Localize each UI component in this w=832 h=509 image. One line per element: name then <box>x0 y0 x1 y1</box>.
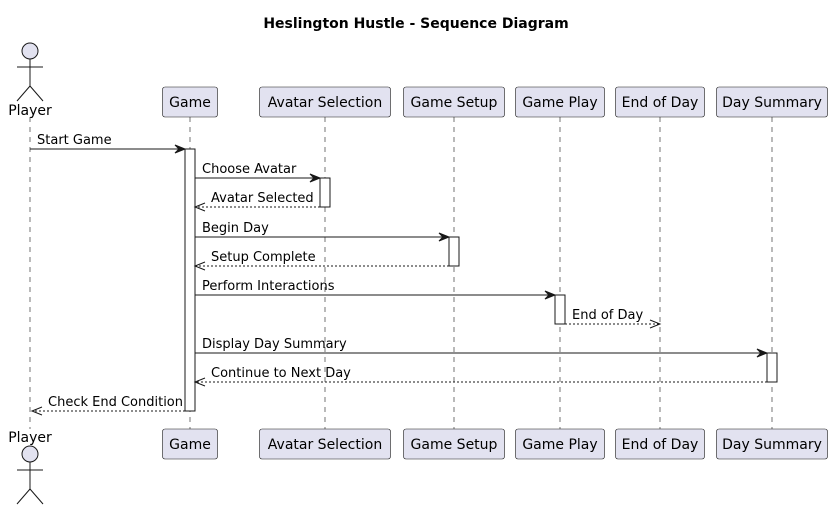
participant-label-setup: Game Setup <box>411 95 498 111</box>
open-arrowhead-icon <box>193 202 206 212</box>
participant-box <box>259 428 391 460</box>
message-7: End of Day <box>565 308 662 329</box>
actor-leg-right <box>29 488 44 505</box>
activation-bar-setup <box>448 236 460 267</box>
participant-label-summary: Day Summary <box>722 95 822 111</box>
participant-play-top: Game Play <box>515 86 605 118</box>
message-label: Start Game <box>37 133 112 148</box>
participant-label-game: Game <box>169 437 211 453</box>
participant-box <box>716 428 828 460</box>
message-6: Perform Interactions <box>195 279 557 300</box>
participant-box <box>615 86 705 118</box>
participant-label-play: Game Play <box>522 437 597 453</box>
message-1: Start Game <box>30 133 187 154</box>
participant-summary-bottom: Day Summary <box>716 428 828 460</box>
participant-label-player-top: Player <box>8 103 52 119</box>
actor-head-icon <box>21 445 39 463</box>
message-label: Begin Day <box>202 221 269 236</box>
activation-bar-play <box>554 294 566 325</box>
message-label: Avatar Selected <box>211 191 314 206</box>
participant-label-game: Game <box>169 95 211 111</box>
message-label: Continue to Next Day <box>211 366 351 381</box>
open-arrowhead-icon <box>649 319 662 329</box>
message-label: Choose Avatar <box>202 162 297 177</box>
participant-box <box>515 86 605 118</box>
participant-label-eod: End of Day <box>622 95 699 111</box>
filled-arrowhead-icon <box>174 144 187 154</box>
participant-box <box>615 428 705 460</box>
participant-setup-top: Game Setup <box>403 86 505 118</box>
message-5: Setup Complete <box>193 250 449 271</box>
participant-label-setup: Game Setup <box>411 437 498 453</box>
actor-leg-left <box>16 85 31 102</box>
participant-label-eod: End of Day <box>622 437 699 453</box>
open-arrowhead-icon <box>193 377 206 387</box>
participant-game-bottom: Game <box>162 428 218 460</box>
open-arrowhead-icon <box>193 261 206 271</box>
participant-box <box>403 86 505 118</box>
filled-arrowhead-icon <box>438 232 451 242</box>
participant-game-top: Game <box>162 86 218 118</box>
participant-summary-top: Day Summary <box>716 86 828 118</box>
message-3: Avatar Selected <box>193 191 320 212</box>
participant-label-summary: Day Summary <box>722 437 822 453</box>
actor-head-icon <box>21 42 39 60</box>
filled-arrowhead-icon <box>544 290 557 300</box>
actor-player-top: Player <box>8 42 52 119</box>
participant-box <box>259 86 391 118</box>
message-9: Continue to Next Day <box>193 366 767 387</box>
message-label: Perform Interactions <box>202 279 335 294</box>
participant-label-avatar: Avatar Selection <box>268 95 382 111</box>
participant-box <box>515 428 605 460</box>
participant-box <box>162 428 218 460</box>
message-2: Choose Avatar <box>195 162 322 183</box>
participant-eod-bottom: End of Day <box>615 428 705 460</box>
participant-box <box>716 86 828 118</box>
participant-label-play: Game Play <box>522 95 597 111</box>
activation-bar-game <box>184 148 196 412</box>
participant-box <box>403 428 505 460</box>
activation-bar-avatar <box>319 177 331 208</box>
filled-arrowhead-icon <box>309 173 322 183</box>
actor-player-bottom: Player <box>8 430 52 505</box>
message-4: Begin Day <box>195 221 451 242</box>
actor-leg-right <box>29 85 44 102</box>
open-arrowhead-icon <box>30 406 43 416</box>
message-label: Setup Complete <box>211 250 316 265</box>
message-label: Display Day Summary <box>202 337 347 352</box>
message-8: Display Day Summary <box>195 337 769 358</box>
message-label: End of Day <box>572 308 643 323</box>
participant-eod-top: End of Day <box>615 86 705 118</box>
activation-bars <box>184 148 778 412</box>
filled-arrowhead-icon <box>756 348 769 358</box>
participant-label-avatar: Avatar Selection <box>268 437 382 453</box>
participant-play-bottom: Game Play <box>515 428 605 460</box>
participant-avatar-bottom: Avatar Selection <box>259 428 391 460</box>
activation-bar-summary <box>766 352 778 383</box>
message-10: Check End Condition <box>30 395 185 416</box>
actor-leg-left <box>16 488 31 505</box>
participant-box <box>162 86 218 118</box>
participant-label-player-bottom: Player <box>8 430 52 446</box>
diagram-title: Heslington Hustle - Sequence Diagram <box>263 16 568 32</box>
participant-avatar-top: Avatar Selection <box>259 86 391 118</box>
participant-setup-bottom: Game Setup <box>403 428 505 460</box>
message-label: Check End Condition <box>48 395 183 410</box>
